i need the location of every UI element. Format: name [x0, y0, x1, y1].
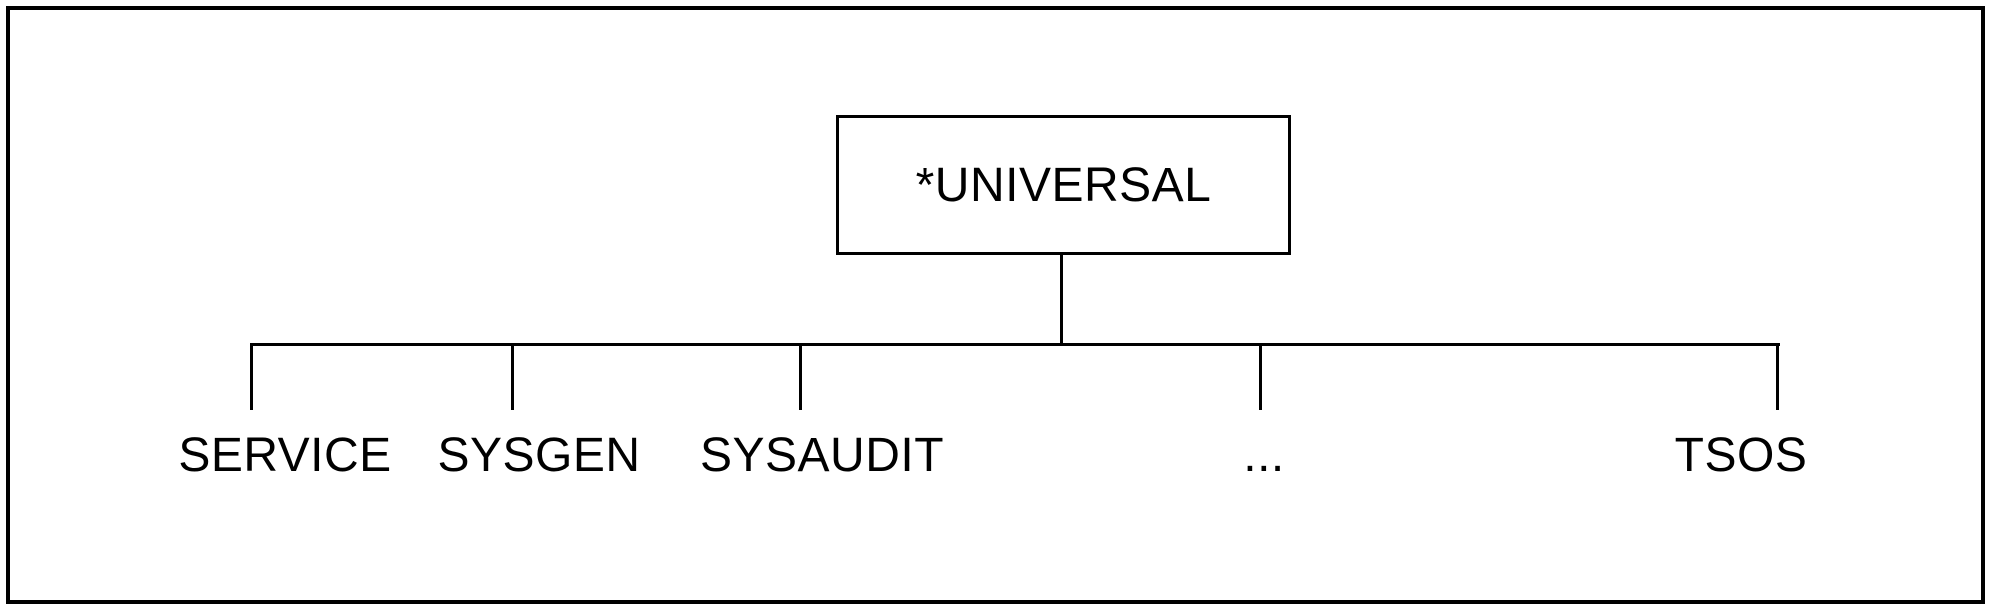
- root-connector-line: [1060, 253, 1063, 345]
- root-node-label: *UNIVERSAL: [915, 158, 1212, 212]
- root-node-box: *UNIVERSAL: [836, 115, 1291, 255]
- branch-stub-ellipsis: [1259, 343, 1262, 410]
- leaf-label-tsos: TSOS: [1674, 429, 1808, 482]
- leaf-label-ellipsis: ...: [1243, 429, 1285, 482]
- branch-stub-service: [250, 343, 253, 410]
- figure-border-frame: [6, 6, 1985, 604]
- leaf-label-sysgen: SYSGEN: [437, 429, 641, 482]
- branch-stub-tsos: [1776, 343, 1779, 410]
- branch-stub-sysaudit: [799, 343, 802, 410]
- leaf-label-sysaudit: SYSAUDIT: [699, 429, 945, 482]
- branch-horizontal-line: [251, 343, 1780, 346]
- leaf-label-service: SERVICE: [178, 429, 392, 482]
- branch-stub-sysgen: [511, 343, 514, 410]
